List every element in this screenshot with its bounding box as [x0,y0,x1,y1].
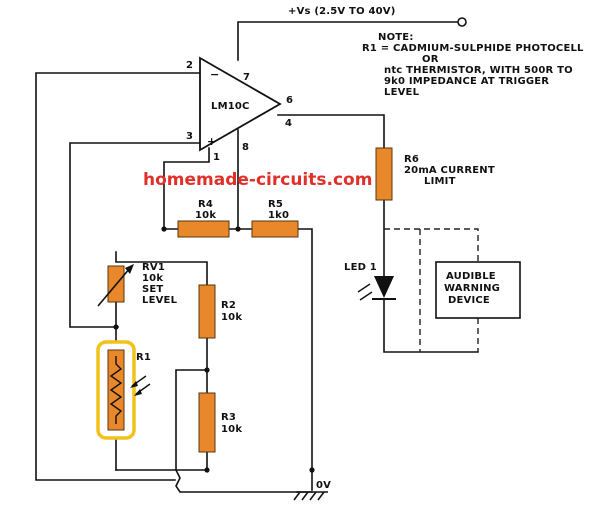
dashed-link [384,228,479,352]
ground-label: 0V [316,480,331,491]
r4-value: 10k [195,210,216,221]
pin-8-label: 8 [242,142,249,153]
pin-3-label: 3 [186,131,193,142]
opamp-lm10c: − + LM10C 2 3 7 6 4 1 8 [186,56,293,163]
resistor-r4 [177,220,230,238]
warning-device: AUDIBLE WARNING DEVICE [435,261,521,319]
r6-name: R6 [404,154,419,165]
pin2-wire [35,72,201,481]
led-1: LED 1 [344,262,396,301]
device-line-1: AUDIBLE [446,271,496,282]
opamp-minus: − [210,68,219,81]
pin-7-label: 7 [243,72,250,83]
resistor-r6 [375,147,393,201]
junction-dot [161,226,167,232]
rv1-name: RV1 [142,262,165,273]
led-return-wire [383,299,479,353]
junction-dot [113,324,119,330]
junction-dot [309,467,315,473]
led-triangle [374,276,394,298]
led-name: LED 1 [344,262,377,273]
rv1-desc-1: SET [142,284,163,295]
r5-value: 1k0 [268,210,289,221]
photocell-r1: R1 [96,340,151,440]
ground-hatch [301,491,309,501]
resistor-r3 [198,392,216,453]
r2-junction-wire [175,369,208,471]
r1-name: R1 [136,352,151,363]
resistor-r2 [198,284,216,339]
ground-hatch [293,491,301,501]
opamp-triangle [199,56,282,152]
r6-desc-2: LIMIT [424,176,456,187]
junction-dot [204,367,210,373]
resistor-r5 [251,220,299,238]
r5-name: R5 [268,199,283,210]
supply-terminal [457,17,467,27]
r1-highlight [96,340,136,440]
ground-hatch [317,491,325,501]
pin-1-label: 1 [213,152,220,163]
output-wire [277,114,385,149]
pin-2-label: 2 [186,60,193,71]
wires [35,21,479,493]
r1-light-arrowhead [130,381,138,388]
r5-ground-wire [297,228,313,491]
pin-4-label: 4 [285,118,292,129]
supply-wire [237,21,459,61]
ground-hatch [309,491,317,501]
pin-6-label: 6 [286,95,293,106]
pin3-wire [69,142,201,328]
note-line-4: ntc THERMISTOR, WITH 500R TO [384,65,573,76]
divider-top-wire [115,251,208,286]
note-line-1: NOTE: [378,32,414,43]
r3-name: R3 [221,412,236,423]
junction-dot [235,226,241,232]
device-line-2: WARNING [444,283,500,294]
opamp-name: LM10C [211,101,250,112]
r1-light-arrowhead-2 [134,389,142,396]
note-line-2: R1 = CADMIUM-SULPHIDE PHOTOCELL [362,43,584,54]
led-emit-2 [359,291,373,301]
r3-value: 10k [221,424,242,435]
note-block: NOTE: R1 = CADMIUM-SULPHIDE PHOTOCELL OR… [362,32,584,98]
pin1-wire [163,147,210,230]
rv1-desc-2: LEVEL [142,295,178,306]
rv1-value: 10k [142,273,163,284]
r1-ground-wire [115,469,313,493]
ground-symbol [293,491,328,501]
led-emit-1 [357,283,371,293]
watermark: homemade-circuits.com [143,170,372,190]
junction-dot [204,467,210,473]
dashed-link-top [384,228,479,262]
junctions [113,226,315,473]
r2-value: 10k [221,312,242,323]
note-line-3: OR [422,54,439,65]
rv1-arrowhead [125,264,134,274]
rv1-arrow [97,267,131,307]
device-line-3: DEVICE [448,295,490,306]
r6-desc-1: 20mA CURRENT [404,165,495,176]
note-line-6: LEVEL [384,87,420,98]
opamp-plus: + [207,135,216,148]
r2-name: R2 [221,300,236,311]
supply-label: +Vs (2.5V TO 40V) [288,6,396,17]
r4-name: R4 [198,199,213,210]
device-box [435,261,521,319]
note-line-5: 9k0 IMPEDANCE AT TRIGGER [384,76,549,87]
r1-zigzag [109,356,123,424]
